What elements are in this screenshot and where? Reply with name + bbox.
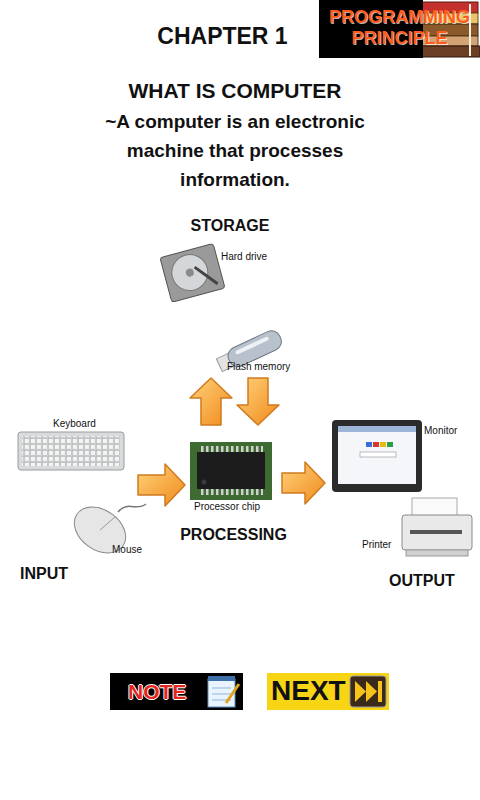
monitor-item: Monitor [330, 418, 462, 496]
chapter-title: CHAPTER 1 [110, 23, 335, 50]
notepad-spiral [208, 676, 235, 681]
notepad-line [212, 688, 231, 689]
next-button: NEXT [267, 673, 389, 710]
logo-box: PROGRAMMING PRINCIPLE [319, 0, 423, 58]
note-button: NOTE [110, 673, 243, 710]
screen-logo [387, 442, 393, 447]
button-label: NOTE [128, 680, 186, 704]
group-label: PROCESSING [177, 526, 290, 544]
search-box [360, 452, 396, 457]
flash-memory-item: Flash memory [215, 322, 300, 377]
logo-text: PROGRAMMING PRINCIPLE [319, 7, 480, 49]
monitor-frame [332, 420, 422, 492]
screen-logo [366, 442, 372, 447]
drive-platter [168, 251, 212, 295]
drive-case [160, 244, 225, 303]
keyboard-item: Keyboard [15, 418, 127, 476]
printer-body [402, 515, 472, 550]
input-group: INPUT KeyboardMouse [10, 415, 138, 585]
mouse-picture [66, 498, 146, 563]
printer-picture [402, 498, 472, 556]
screen-logo [373, 442, 379, 447]
flow-arrow [237, 378, 279, 425]
section-heading: WHAT IS COMPUTER [95, 79, 375, 103]
chip-dot [202, 480, 207, 485]
device-label: Monitor [424, 425, 457, 436]
hard-drive-picture [160, 244, 225, 303]
chip-pins [199, 446, 263, 452]
mouse-item: Mouse [70, 500, 138, 558]
keyboard-keys [22, 436, 120, 466]
processing-group: PROCESSINGProcessor chip [185, 425, 282, 548]
next-triangle [366, 681, 377, 702]
next-icon-frame [350, 676, 386, 707]
output-group: OUTPUT MonitorPrinter [325, 415, 477, 593]
chip-pins [199, 489, 263, 495]
keyboard-picture [18, 432, 124, 470]
notepad-line [212, 700, 231, 701]
printer-item: Printer [360, 495, 476, 560]
monitor-screen [338, 426, 416, 484]
flow-arrow [282, 462, 325, 504]
monitor-picture [332, 420, 422, 492]
notepad-sheet [208, 679, 235, 707]
browser-bar [338, 426, 416, 432]
mouse-cable [118, 504, 146, 512]
pencil [226, 684, 239, 703]
device-label: Keyboard [53, 418, 96, 429]
keyboard-body [18, 432, 124, 470]
device-label: Hard drive [221, 251, 267, 262]
processor-chip-picture [190, 442, 272, 500]
notepad-icon [208, 676, 239, 707]
flow-arrow [138, 464, 185, 506]
chip-body [197, 452, 265, 489]
drive-arm [195, 262, 218, 288]
printer-paper [412, 498, 457, 518]
group-label: INPUT [20, 565, 68, 583]
flow-arrow [190, 378, 232, 425]
drive-spindle [185, 268, 195, 278]
device-label: Mouse [112, 544, 142, 555]
mouse-button-line [100, 517, 115, 530]
next-icon [350, 676, 386, 707]
usb-shine [235, 336, 269, 355]
device-label: Printer [362, 539, 391, 550]
device-label: Flash memory [227, 361, 290, 372]
group-label: OUTPUT [389, 572, 455, 590]
hard-drive-item: Hard drive [163, 243, 283, 303]
next-bar [378, 681, 382, 702]
device-label: Processor chip [194, 501, 260, 512]
circuit-board [190, 442, 272, 500]
group-label: STORAGE [160, 217, 300, 235]
storage-group: STORAGE Hard driveFlash memory [160, 214, 300, 378]
printer-tray [406, 550, 468, 556]
definition-text: ~A computer is an electronic machine tha… [95, 107, 375, 194]
printer-slot [410, 530, 462, 534]
button-label: NEXT [271, 675, 346, 707]
processor-item: Processor chip [190, 440, 272, 515]
next-triangle [355, 681, 366, 702]
notepad-line [212, 694, 231, 695]
screen-logo [380, 442, 386, 447]
